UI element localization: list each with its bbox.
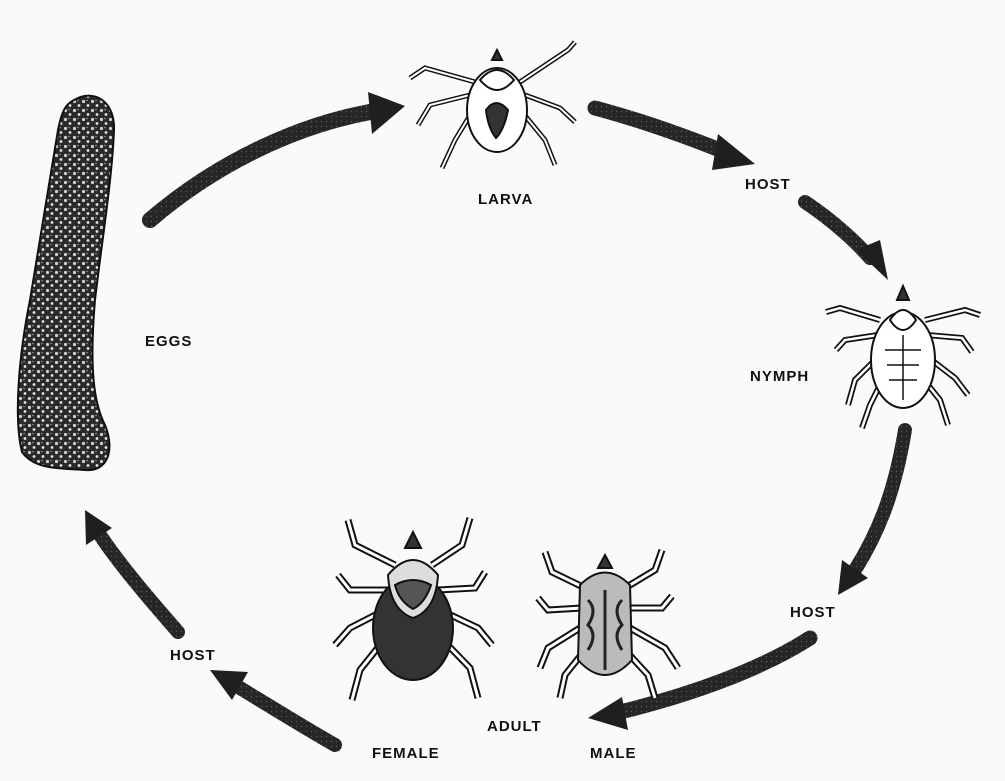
- egg-mass-illustration: [18, 96, 114, 470]
- arrow-host-to-nymph: [805, 202, 888, 280]
- larva-illustration: [410, 42, 575, 168]
- female-tick-illustration: [335, 518, 492, 700]
- label-adult: ADULT: [487, 718, 542, 735]
- arrow-adult-to-host: [210, 670, 335, 745]
- label-female: FEMALE: [372, 745, 440, 762]
- label-male: MALE: [590, 745, 637, 762]
- arrow-nymph-to-host: [838, 430, 905, 595]
- arrow-host-to-eggs: [85, 510, 178, 632]
- male-tick-illustration: [538, 550, 678, 698]
- label-eggs: EGGS: [145, 333, 192, 350]
- label-nymph: NYMPH: [750, 368, 809, 385]
- label-host-after-larva: HOST: [745, 176, 791, 193]
- label-host-after-adult: HOST: [170, 647, 216, 664]
- arrow-eggs-to-larva: [150, 92, 405, 220]
- arrow-larva-to-host: [595, 108, 755, 170]
- label-larva: LARVA: [478, 191, 533, 208]
- nymph-illustration: [826, 286, 980, 428]
- label-host-after-nymph: HOST: [790, 604, 836, 621]
